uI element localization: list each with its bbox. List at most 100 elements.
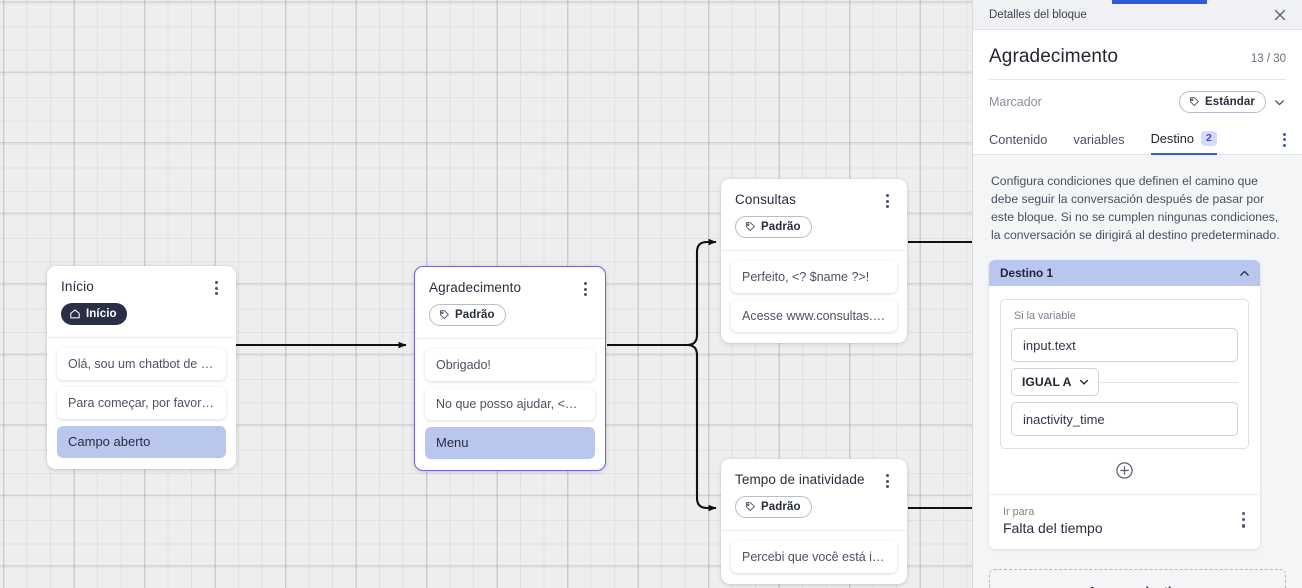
flow-node-tempo-de-inatividade[interactable]: Tempo de inatividade Padrão Percebi que …	[721, 459, 907, 584]
node-title: Agradecimento	[429, 280, 522, 295]
node-divider	[721, 530, 907, 531]
block-details-panel: Detalles del bloque Agradecimento 13 / 3…	[972, 0, 1302, 588]
compare-value: inactivity_time	[1023, 411, 1105, 427]
node-message[interactable]: No que posso ajudar, <? $name ...	[425, 388, 595, 420]
add-condition-row	[989, 449, 1260, 494]
variable-field[interactable]: input.text	[1011, 328, 1238, 362]
char-count: 13 / 30	[1250, 53, 1286, 65]
block-title-row: Agradecimento 13 / 30	[989, 30, 1286, 80]
tag-icon	[1189, 97, 1199, 107]
node-badge-label: Padrão	[761, 501, 801, 513]
goto-label: Ir para	[1003, 506, 1035, 518]
node-badge-label: Padrão	[761, 221, 801, 233]
page-title: Agradecimento	[989, 46, 1119, 67]
node-body: Percebi que você está inativo. C...	[721, 541, 907, 584]
node-header: Início	[47, 266, 236, 295]
node-title: Consultas	[735, 192, 796, 207]
chevron-down-icon	[1080, 379, 1089, 385]
goto-text: Ir para Falta del tiempo	[1003, 506, 1103, 536]
node-badge-label: Início	[86, 308, 117, 320]
node-title: Início	[61, 279, 94, 294]
goto-menu-button[interactable]	[1241, 506, 1249, 528]
tab-contenido[interactable]: Contenido	[989, 125, 1047, 155]
tab-variables[interactable]: variables	[1073, 125, 1124, 155]
node-menu-button[interactable]	[577, 280, 593, 296]
node-message[interactable]: Obrigado!	[425, 349, 595, 381]
node-badge-row: Padrão	[721, 488, 907, 530]
node-badge-label: Padrão	[455, 309, 495, 321]
chevron-up-icon[interactable]	[1238, 267, 1251, 280]
node-menu-button[interactable]	[879, 192, 895, 208]
node-highlight-message[interactable]: Campo aberto	[57, 426, 226, 458]
panel-titlebar-label: Detalles del bloque	[989, 8, 1087, 21]
variable-value: input.text	[1023, 337, 1076, 353]
node-badge[interactable]: Padrão	[735, 216, 812, 238]
flow-node-consultas[interactable]: Consultas Padrão Perfeito, <? $name ?>! …	[721, 179, 907, 343]
node-body: Perfeito, <? $name ?>! Acesse www.consul…	[721, 261, 907, 343]
panel-header-area: Agradecimento 13 / 30 Marcador Estándar	[973, 30, 1302, 125]
destination-description: Configura condiciones que definen el cam…	[991, 174, 1280, 242]
node-highlight-message[interactable]: Menu	[425, 427, 595, 459]
node-header: Agradecimento	[415, 267, 605, 296]
node-header: Consultas	[721, 179, 907, 208]
node-menu-button[interactable]	[208, 279, 224, 295]
operator-select[interactable]: IGUAL A	[1011, 368, 1100, 396]
marker-row: Marcador Estándar	[989, 80, 1286, 125]
node-message[interactable]: Acesse www.consultas.com par...	[731, 300, 897, 332]
tag-icon	[745, 502, 755, 512]
tag-icon	[745, 222, 755, 232]
flow-canvas[interactable]: Início Início Olá, sou um chatbot de tes…	[0, 0, 972, 588]
node-divider	[721, 250, 907, 251]
node-badge-row: Padrão	[721, 208, 907, 250]
node-message[interactable]: Para começar, por favor digite o ...	[57, 387, 226, 419]
goto-destination[interactable]: Ir para Falta del tiempo	[989, 494, 1260, 549]
node-title: Tempo de inatividade	[735, 472, 865, 487]
close-icon[interactable]	[1271, 6, 1289, 24]
tab-label: variables	[1073, 132, 1125, 147]
node-body: Obrigado! No que posso ajudar, <? $name …	[415, 349, 605, 470]
destination-header-label: Destino 1	[1000, 266, 1054, 280]
destination-header[interactable]: Destino 1	[989, 260, 1260, 286]
status-badge: 2	[1200, 131, 1217, 146]
goto-value: Falta del tiempo	[1003, 520, 1103, 536]
marker-label: Marcador	[989, 95, 1042, 109]
tab-label: Destino	[1150, 131, 1194, 146]
tab-label: Contenido	[989, 132, 1048, 147]
flow-node-agradecimento[interactable]: Agradecimento Padrão Obrigado! No que po…	[414, 266, 606, 471]
node-message[interactable]: Percebi que você está inativo. C...	[731, 541, 897, 573]
flow-node-inicio[interactable]: Início Início Olá, sou um chatbot de tes…	[47, 266, 236, 469]
chevron-down-icon[interactable]	[1273, 96, 1286, 109]
node-badge-row: Início	[47, 295, 236, 337]
flow-edges	[236, 238, 972, 512]
panel-content: Configura condiciones que definen el cam…	[973, 155, 1302, 588]
node-message[interactable]: Perfeito, <? $name ?>!	[731, 261, 897, 293]
marker-control[interactable]: Estándar	[1178, 91, 1286, 113]
marker-value: Estándar	[1204, 96, 1255, 108]
node-message[interactable]: Olá, sou um chatbot de teste!	[57, 348, 226, 380]
tab-destino[interactable]: Destino 2	[1150, 125, 1217, 155]
add-destination-button[interactable]: Agregar destino	[989, 569, 1286, 588]
destination-card: Destino 1 Si la variable input.tex	[989, 260, 1260, 549]
node-badge[interactable]: Padrão	[735, 496, 812, 518]
browser-tab-indicator	[1112, 0, 1207, 4]
compare-value-field[interactable]: inactivity_time	[1011, 402, 1238, 436]
operator-value: IGUAL A	[1022, 375, 1072, 389]
panel-titlebar: Detalles del bloque	[973, 0, 1302, 30]
node-divider	[47, 337, 236, 338]
operator-row: IGUAL A	[1011, 368, 1238, 396]
node-menu-button[interactable]	[879, 472, 895, 488]
marker-pill[interactable]: Estándar	[1178, 91, 1266, 113]
node-divider	[415, 338, 605, 339]
tabs-overflow-menu-button[interactable]	[1283, 132, 1286, 147]
panel-tabs: Contenido variables Destino 2	[973, 125, 1302, 155]
node-badge[interactable]: Início	[61, 303, 127, 325]
plus-circle-icon[interactable]	[1115, 461, 1134, 480]
node-body: Olá, sou um chatbot de teste! Para começ…	[47, 348, 236, 469]
node-badge-row: Padrão	[415, 296, 605, 338]
home-icon	[70, 309, 80, 319]
node-badge[interactable]: Padrão	[429, 304, 506, 326]
condition-group: Si la variable input.text IGUAL A	[1000, 299, 1249, 449]
tag-icon	[439, 310, 449, 320]
node-header: Tempo de inatividade	[721, 459, 907, 488]
condition-label: Si la variable	[1014, 310, 1076, 322]
